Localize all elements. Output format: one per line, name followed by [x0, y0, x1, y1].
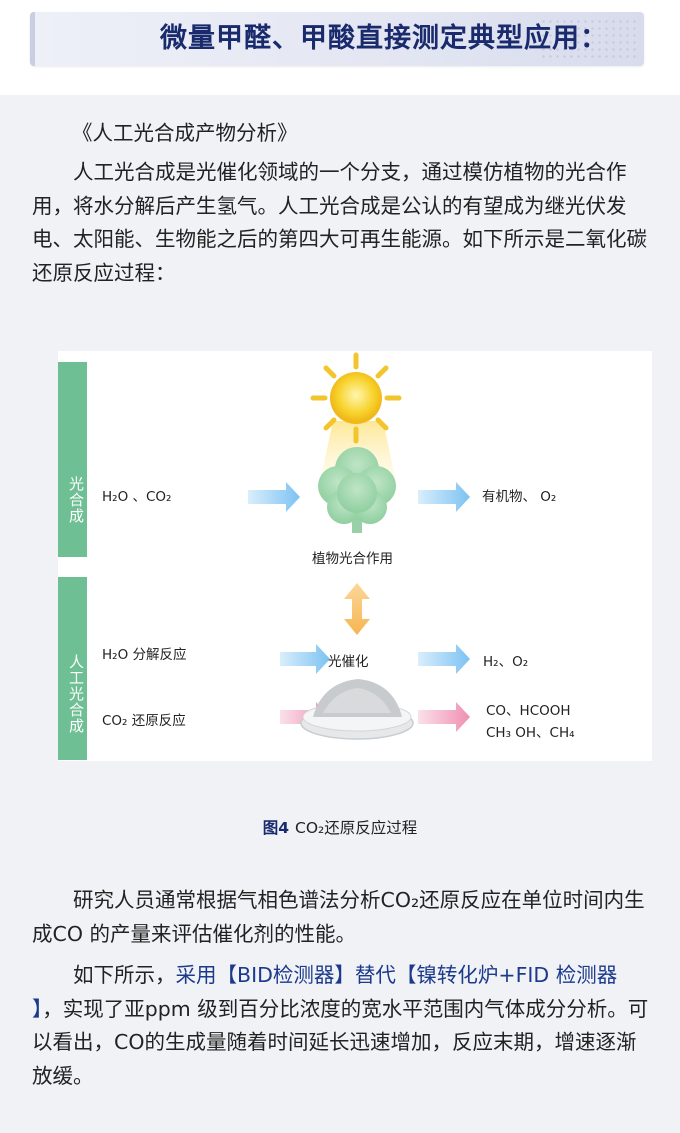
arrow-input-icon — [248, 482, 300, 512]
section-title: 《人工光合成产物分析》 — [72, 121, 298, 145]
art-output1-label: H₂、O₂ — [483, 654, 529, 670]
catalyst-label: 光催化 — [328, 654, 369, 670]
art-output2-line2: CH₃ OH、CH₄ — [486, 725, 575, 741]
title-accent — [30, 12, 35, 66]
sun-icon — [310, 352, 402, 444]
figure-caption: 图4 CO₂还原反应过程 — [0, 816, 680, 838]
catalyst-dish-icon — [300, 679, 414, 740]
nat-output-label: 有机物、 O₂ — [482, 489, 557, 505]
tree-icon — [318, 447, 396, 533]
figure-illustration — [248, 352, 470, 740]
paragraph-result: 如下所示，采用【BID检测器】替代【镍转化炉+FID 检测器 】，实现了亚ppm… — [32, 959, 650, 1093]
nat-input-label: H₂O 、CO₂ — [102, 489, 172, 505]
paragraph-method: 研究人员通常根据气相色谱法分析CO₂还原反应在单位时间内生成CO 的产量来评估催… — [32, 884, 650, 951]
paragraph-result-suffix: ，实现了亚ppm 级到百分比浓度的宽水平范围内气体成分分析。可以看出，CO的生成… — [32, 996, 649, 1088]
paragraph-result-prefix: 如下所示， — [73, 963, 176, 987]
arrow-output-icon — [418, 482, 470, 512]
art-output2-line1: CO、HCOOH — [486, 703, 571, 719]
figure-number: 图4 — [262, 819, 290, 837]
double-arrow-icon — [344, 583, 370, 635]
page-title: 微量甲醛、甲酸直接测定典型应用： — [160, 23, 608, 54]
figure-caption-text: CO₂还原反应过程 — [295, 819, 418, 837]
art-input1-label: H₂O 分解反应 — [102, 647, 187, 663]
art-input2-label: CO₂ 还原反应 — [102, 713, 186, 729]
co2-reduction-figure: 光合成 人工光合成 — [58, 351, 652, 761]
detector-highlight: 采用【BID检测器】替代【镍转化炉+FID 检测器 】 — [32, 963, 618, 1021]
title-bar: 微量甲醛、甲酸直接测定典型应用： — [30, 12, 644, 66]
side-label-photosynthesis: 光合成 — [58, 362, 87, 557]
side-label-artificial: 人工光合成 — [58, 577, 87, 760]
arrow-products-icon — [418, 702, 470, 732]
arrow-catalyst-icon — [280, 644, 330, 674]
paragraph-method-text: 研究人员通常根据气相色谱法分析CO₂还原反应在单位时间内生成CO 的产量来评估催… — [32, 888, 645, 946]
arrow-h2-icon — [418, 644, 470, 674]
tree-label: 植物光合作用 — [312, 551, 393, 567]
paragraph-intro: 人工光合成是光催化领域的一个分支，通过模仿植物的光合作用，将水分解后产生氢气。人… — [32, 156, 650, 290]
dot-pattern — [540, 18, 636, 60]
paragraph-intro-text: 人工光合成是光催化领域的一个分支，通过模仿植物的光合作用，将水分解后产生氢气。人… — [32, 160, 647, 285]
